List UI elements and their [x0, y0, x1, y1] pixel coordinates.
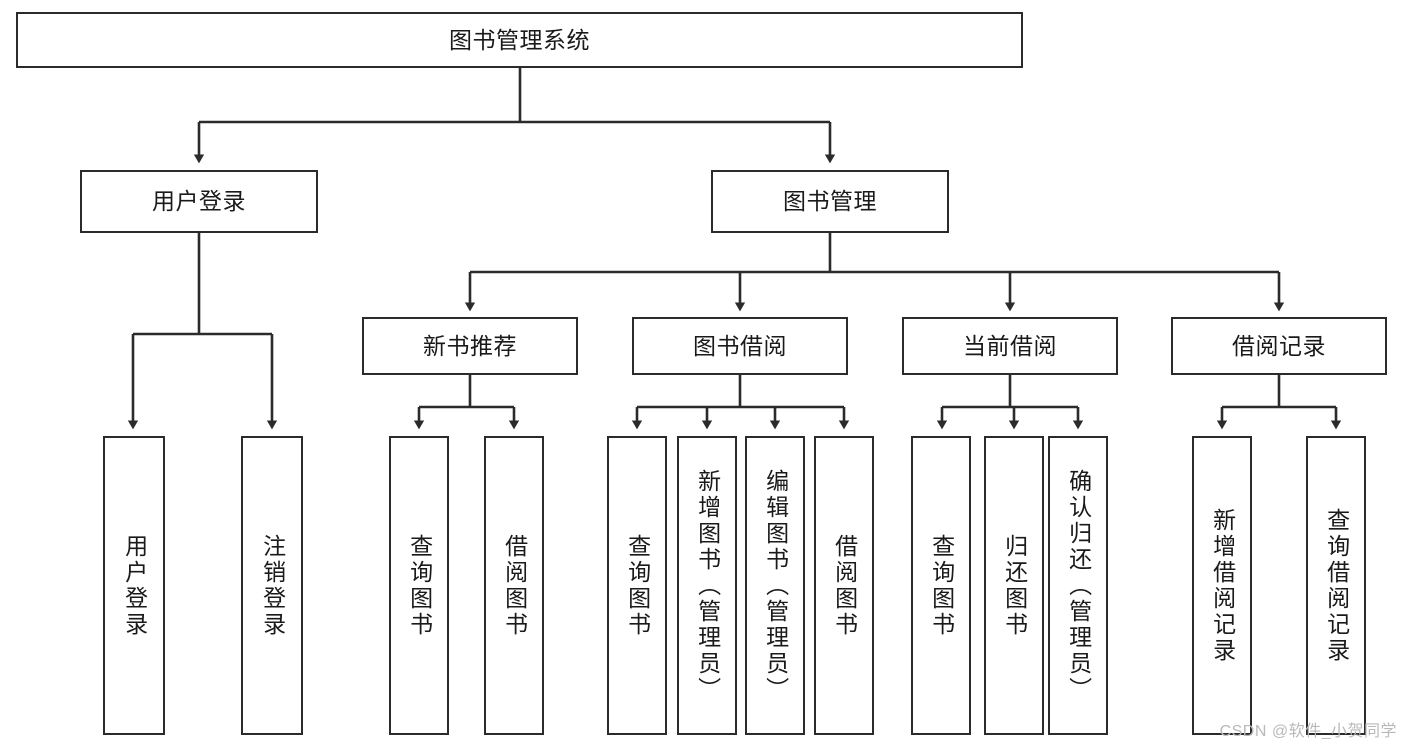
leaf-borrow-record-add-record[interactable]: 新增借阅记录 [1192, 436, 1252, 735]
node-label: 新增借阅记录 [1209, 507, 1236, 664]
node-label: 图书管理 [783, 188, 877, 215]
node-label: 归还图书 [1001, 533, 1028, 638]
node-label: 新增图书（管理员） [694, 468, 721, 703]
node-book-borrow[interactable]: 图书借阅 [632, 317, 848, 375]
node-label: 确认归还（管理员） [1065, 468, 1092, 703]
node-root-book-management-system[interactable]: 图书管理系统 [16, 12, 1023, 68]
node-label: 注销登录 [259, 533, 286, 638]
node-label: 用户登录 [152, 188, 246, 215]
node-label: 新书推荐 [423, 332, 517, 359]
node-label: 图书借阅 [693, 332, 787, 359]
leaf-current-borrow-confirm-return-admin[interactable]: 确认归还（管理员） [1048, 436, 1108, 735]
leaf-book-borrow-edit-book-admin[interactable]: 编辑图书（管理员） [745, 436, 805, 735]
leaf-user-login-logout[interactable]: 注销登录 [241, 436, 303, 735]
leaf-user-login-login[interactable]: 用户登录 [103, 436, 165, 735]
node-label: 编辑图书（管理员） [762, 468, 789, 703]
node-label: 用户登录 [121, 533, 148, 638]
leaf-book-borrow-add-book-admin[interactable]: 新增图书（管理员） [677, 436, 737, 735]
node-label: 查询图书 [928, 533, 955, 638]
leaf-current-borrow-return-book[interactable]: 归还图书 [984, 436, 1044, 735]
node-label: 查询图书 [406, 533, 433, 638]
node-label: 借阅图书 [831, 533, 858, 638]
leaf-current-borrow-query-book[interactable]: 查询图书 [911, 436, 971, 735]
node-book-management[interactable]: 图书管理 [711, 170, 949, 233]
node-borrow-record[interactable]: 借阅记录 [1171, 317, 1387, 375]
node-label: 查询图书 [624, 533, 651, 638]
node-current-borrow[interactable]: 当前借阅 [902, 317, 1118, 375]
node-label: 借阅记录 [1232, 332, 1326, 359]
node-new-book-recommend[interactable]: 新书推荐 [362, 317, 578, 375]
leaf-new-book-borrow-book[interactable]: 借阅图书 [484, 436, 544, 735]
node-label: 当前借阅 [963, 332, 1057, 359]
leaf-new-book-query-book[interactable]: 查询图书 [389, 436, 449, 735]
leaf-book-borrow-query-book[interactable]: 查询图书 [607, 436, 667, 735]
node-label: 查询借阅记录 [1323, 507, 1350, 664]
node-label: 图书管理系统 [449, 26, 590, 53]
leaf-book-borrow-borrow-book[interactable]: 借阅图书 [814, 436, 874, 735]
node-label: 借阅图书 [501, 533, 528, 638]
node-user-login[interactable]: 用户登录 [80, 170, 318, 233]
leaf-borrow-record-query-record[interactable]: 查询借阅记录 [1306, 436, 1366, 735]
